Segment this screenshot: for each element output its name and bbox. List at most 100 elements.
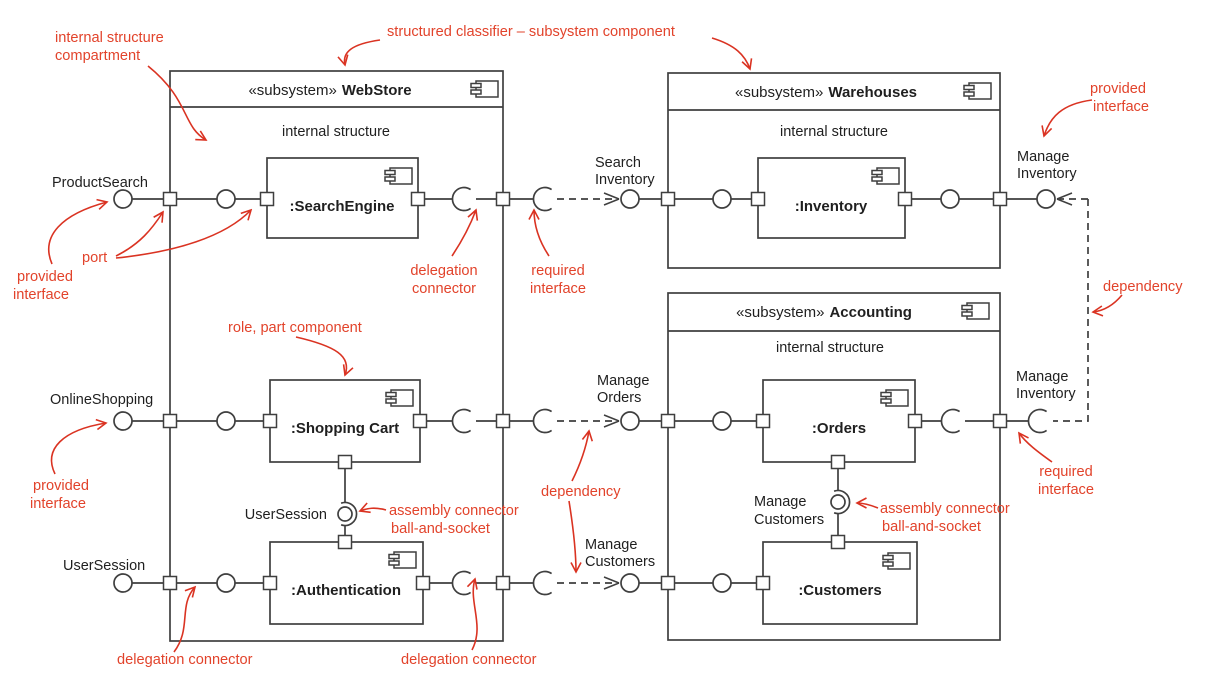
- provided-interface-ball: [216, 189, 236, 209]
- part-name: :Inventory: [795, 198, 868, 215]
- warehouses-title: «subsystem»Warehouses: [735, 84, 917, 101]
- required-interface-socket: [532, 186, 553, 212]
- provided-interface-ball: [113, 189, 133, 209]
- provided-interface-ball: [712, 189, 732, 209]
- annotation-arrow: [472, 579, 477, 651]
- provided-interface-ball: [216, 411, 236, 431]
- annotation-port: port: [82, 250, 107, 266]
- subsystem-warehouses: «subsystem»Warehouses internal structure: [667, 72, 1001, 269]
- port: [495, 413, 511, 429]
- dependency-arrows: [557, 192, 1089, 590]
- port: [162, 191, 178, 207]
- interface-label-product-search: ProductSearch: [52, 175, 148, 191]
- part-name: :SearchEngine: [289, 198, 394, 215]
- port: [897, 191, 913, 207]
- port: [992, 413, 1008, 429]
- part-name: :Orders: [812, 420, 866, 437]
- provided-interface-balls: [113, 189, 1056, 593]
- port: [337, 534, 353, 550]
- port: [830, 534, 846, 550]
- port: [660, 413, 676, 429]
- annotation-arrow: [115, 212, 163, 257]
- port: [262, 575, 278, 591]
- annotation-arrow: [344, 39, 381, 65]
- port: [830, 454, 846, 470]
- assembly-socket: [833, 489, 851, 515]
- annotation-arrow: [173, 587, 195, 653]
- assembly-ball: [830, 494, 846, 510]
- component-icon: [963, 82, 992, 100]
- port: [410, 191, 426, 207]
- annotation-arrow: [47, 202, 107, 265]
- annotation-arrow: [115, 210, 251, 259]
- subsystem-accounting: «subsystem»Accounting internal structure: [667, 292, 1001, 641]
- annotation-arrow: [360, 508, 387, 511]
- provided-interface-ball: [620, 411, 640, 431]
- warehouses-frame: [667, 72, 1001, 269]
- part-name: :Shopping Cart: [291, 420, 399, 437]
- part-search-engine: :SearchEngine: [266, 157, 419, 239]
- accounting-frame: [667, 292, 1001, 641]
- annotation-arrow: [534, 210, 550, 257]
- annotation-role-part-component: role, part component: [228, 320, 362, 336]
- connector-lines: [132, 198, 1037, 584]
- annotation-arrow: [147, 65, 206, 140]
- part-authentication: :Authentication: [269, 541, 424, 625]
- assembly-connectors: [337, 489, 851, 527]
- port: [755, 413, 771, 429]
- annotation-arrow: [711, 37, 750, 69]
- accounting-compartment-label: internal structure: [776, 340, 884, 356]
- annotation-arrow: [451, 210, 476, 257]
- part-name: :Customers: [798, 582, 881, 599]
- port: [750, 191, 766, 207]
- accounting-title: «subsystem»Accounting: [736, 304, 912, 321]
- interface-label-user-session-assembly: UserSession: [245, 507, 327, 523]
- required-interface-sockets: [451, 186, 1048, 596]
- provided-interface-ball: [940, 189, 960, 209]
- port: [412, 413, 428, 429]
- required-interface-socket: [451, 570, 472, 596]
- provided-interface-ball: [1036, 189, 1056, 209]
- annotation-arrows: [47, 37, 1123, 653]
- required-interface-socket: [532, 570, 553, 596]
- annotation-arrow: [295, 336, 347, 375]
- interface-label-user-session: UserSession: [63, 558, 145, 574]
- required-interface-socket: [940, 408, 961, 434]
- annotation-arrow: [1019, 433, 1053, 463]
- ports: [162, 191, 1008, 591]
- provided-interface-ball: [216, 573, 236, 593]
- warehouses-compartment-label: internal structure: [780, 124, 888, 140]
- port: [660, 575, 676, 591]
- part-orders: :Orders: [762, 379, 916, 463]
- annotation-structured-classifier: structured classifier – subsystem compon…: [387, 24, 675, 40]
- part-inventory: :Inventory: [757, 157, 906, 239]
- annotation-arrow: [1093, 294, 1123, 312]
- annotation-dependency-mid: dependency: [541, 484, 621, 500]
- dependency-line: [1053, 199, 1089, 422]
- webstore-frame: [169, 70, 504, 642]
- part-name: :Authentication: [291, 582, 401, 599]
- webstore-compartment-label: internal structure: [282, 124, 390, 140]
- component-icon: [470, 80, 499, 98]
- port: [162, 413, 178, 429]
- provided-interface-ball: [712, 573, 732, 593]
- subsystem-webstore: «subsystem»WebStore internal structure: [169, 70, 504, 642]
- port: [992, 191, 1008, 207]
- provided-interface-ball: [620, 573, 640, 593]
- annotation-arrow: [857, 503, 879, 509]
- port: [162, 575, 178, 591]
- annotation-arrow: [50, 423, 106, 475]
- port: [262, 413, 278, 429]
- port: [415, 575, 431, 591]
